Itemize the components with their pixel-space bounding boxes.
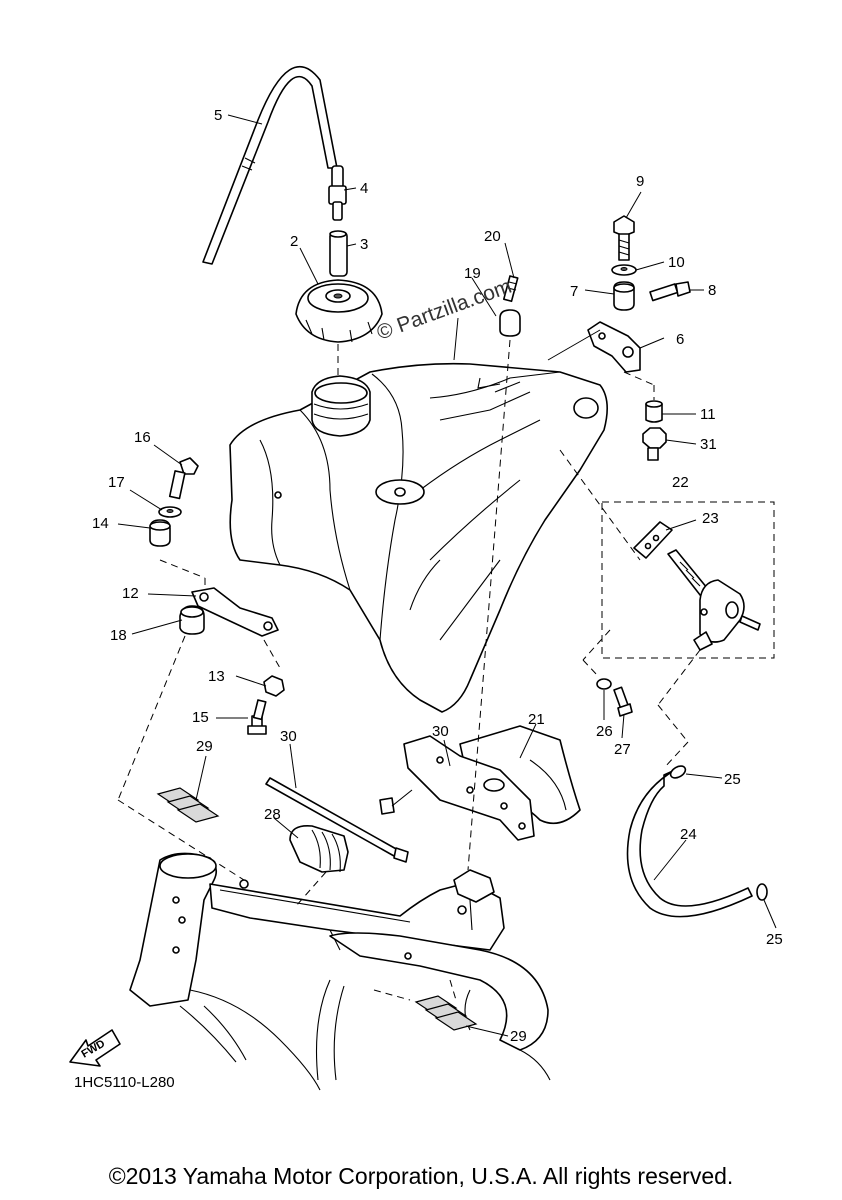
fuel-cock-box xyxy=(601,501,775,659)
callout-18: 18 xyxy=(110,627,127,644)
callout-10: 10 xyxy=(668,254,685,271)
callout-25-lower: 25 xyxy=(766,931,783,948)
hose-3 xyxy=(329,230,348,277)
callout-3: 3 xyxy=(360,236,368,253)
bolt-16 xyxy=(168,457,199,500)
callout-25-upper: 25 xyxy=(724,771,741,788)
copyright-notice: ©2013 Yamaha Motor Corporation, U.S.A. A… xyxy=(108,1163,734,1189)
clamp-28 xyxy=(289,824,349,873)
callout-17: 17 xyxy=(108,474,125,491)
leader-lines xyxy=(117,114,777,1037)
collar-18 xyxy=(179,605,205,635)
fwd-arrow: FWD xyxy=(69,1029,121,1067)
diagram-code: 1HC5110-L280 xyxy=(74,1074,175,1091)
callout-5: 5 xyxy=(214,107,222,124)
fuel-cock xyxy=(633,521,761,651)
clamp-29-lower xyxy=(414,995,478,1031)
callout-30-right: 30 xyxy=(432,723,449,740)
callout-24: 24 xyxy=(680,826,697,843)
breather-hose xyxy=(202,65,338,265)
fuel-tank xyxy=(229,362,608,713)
holder-30 xyxy=(379,735,535,841)
callout-11: 11 xyxy=(700,406,716,423)
rear-bracket xyxy=(587,321,641,373)
callout-13: 13 xyxy=(208,668,225,685)
callout-labels: 5 4 3 2 19 20 9 10 7 8 6 11 31 16 17 14 … xyxy=(92,107,783,1045)
nut-31 xyxy=(642,427,667,461)
joint-4 xyxy=(328,165,347,221)
callout-7: 7 xyxy=(570,283,578,300)
callout-27: 27 xyxy=(614,741,631,758)
callout-6: 6 xyxy=(676,331,684,348)
callout-20: 20 xyxy=(484,228,501,245)
callout-8: 8 xyxy=(708,282,716,299)
collar-19 xyxy=(499,309,521,337)
fuel-hose xyxy=(626,769,753,918)
bracket-12 xyxy=(191,587,279,637)
callout-26: 26 xyxy=(596,723,613,740)
hose-clip-upper xyxy=(669,765,687,779)
callout-12: 12 xyxy=(122,585,139,602)
damper-7 xyxy=(613,281,635,311)
bolt-8 xyxy=(649,281,691,302)
watermark: © Partzilla.com xyxy=(374,275,515,345)
callout-9: 9 xyxy=(636,173,644,190)
screw-27 xyxy=(613,686,633,717)
collar-11 xyxy=(645,400,663,423)
callout-14: 14 xyxy=(92,515,109,532)
callout-4: 4 xyxy=(360,180,368,197)
washer-26 xyxy=(596,678,612,690)
washer-10 xyxy=(611,264,637,276)
callout-19: 19 xyxy=(464,265,481,282)
callout-29-lower: 29 xyxy=(510,1028,527,1045)
callout-28: 28 xyxy=(264,806,281,823)
washer-17 xyxy=(158,506,182,518)
frame xyxy=(129,852,551,1091)
callout-22: 22 xyxy=(672,474,689,491)
clamp-29-upper xyxy=(156,787,220,823)
callout-29-upper: 29 xyxy=(196,738,213,755)
callout-30-left: 30 xyxy=(280,728,297,745)
callout-21: 21 xyxy=(528,711,545,728)
callout-31: 31 xyxy=(700,436,717,453)
cable-tie-30 xyxy=(265,777,409,863)
damper-14 xyxy=(149,519,171,547)
callout-23: 23 xyxy=(702,510,719,527)
bolt-15 xyxy=(247,699,267,735)
fuel-cap xyxy=(295,279,383,343)
hose-clip-lower xyxy=(756,883,768,901)
callout-16: 16 xyxy=(134,429,151,446)
callout-15: 15 xyxy=(192,709,209,726)
nut-13 xyxy=(263,675,285,697)
callout-2: 2 xyxy=(290,233,298,250)
bolt-9 xyxy=(613,215,635,261)
